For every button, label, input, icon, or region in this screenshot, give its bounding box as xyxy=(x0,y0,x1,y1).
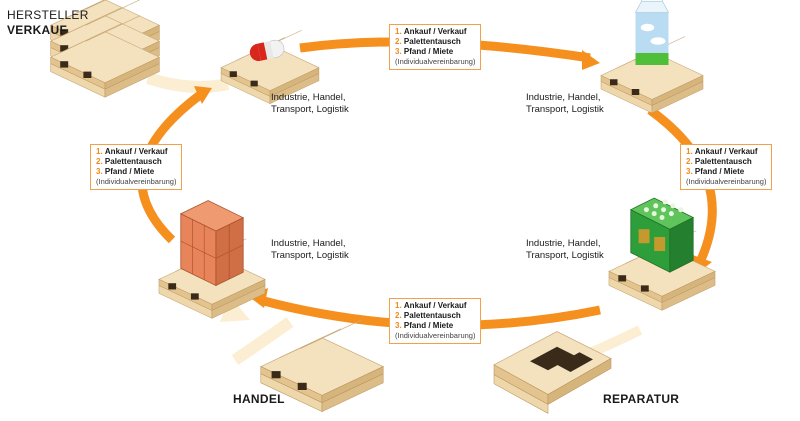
option-number: 2. xyxy=(395,37,402,46)
industry-text-bottom-right: Industrie, Handel, Transport, Logistik xyxy=(526,238,604,262)
reparatur-label: REPARATUR xyxy=(603,392,680,406)
faded-arrow-top-left xyxy=(146,72,230,93)
option-ankauf-verkauf: Ankauf / Verkauf xyxy=(403,301,467,310)
option-note: (Individualvereinbarung) xyxy=(395,57,476,66)
industry-line-2: Transport, Logistik xyxy=(271,104,349,115)
option-pfand-miete: Pfand / Miete xyxy=(104,167,155,176)
option-ankauf-verkauf: Ankauf / Verkauf xyxy=(104,147,168,156)
option-pfand-miete: Pfand / Miete xyxy=(403,47,454,56)
option-pfand-miete: Pfand / Miete xyxy=(403,321,454,330)
option-palettentausch: Palettentausch xyxy=(104,157,162,166)
pallet-with-bottle-crate-icon xyxy=(608,197,716,311)
option-number: 1. xyxy=(395,27,402,36)
industry-text-bottom-left: Industrie, Handel, Transport, Logistik xyxy=(271,238,349,262)
industry-line-1: Industrie, Handel, xyxy=(271,238,346,249)
damaged-pallet-icon xyxy=(493,331,612,414)
faded-arrow-bottom xyxy=(231,317,294,365)
pallet-with-pill-icon xyxy=(220,29,320,105)
arrowhead-top xyxy=(582,50,600,70)
option-number: 3. xyxy=(395,321,402,330)
industry-line-1: Industrie, Handel, xyxy=(526,92,601,103)
arrowhead-left xyxy=(194,86,212,104)
verkauf-label: VERKAUF xyxy=(7,23,68,37)
option-number: 3. xyxy=(686,167,693,176)
option-palettentausch: Palettentausch xyxy=(403,37,461,46)
industry-line-1: Industrie, Handel, xyxy=(271,92,346,103)
option-ankauf-verkauf: Ankauf / Verkauf xyxy=(403,27,467,36)
handel-label: HANDEL xyxy=(233,392,285,406)
option-ankauf-verkauf: Ankauf / Verkauf xyxy=(694,147,758,156)
option-palettentausch: Palettentausch xyxy=(694,157,752,166)
options-box-left: 1. Ankauf / Verkauf 2. Palettentausch 3.… xyxy=(90,144,183,190)
options-box-right: 1. Ankauf / Verkauf 2. Palettentausch 3.… xyxy=(680,144,773,190)
pallet-with-bricks-icon xyxy=(158,200,266,319)
option-number: 1. xyxy=(96,147,103,156)
hersteller-label: HERSTELLER xyxy=(7,8,89,22)
option-note: (Individualvereinbarung) xyxy=(395,331,476,340)
option-note: (Individualvereinbarung) xyxy=(686,177,767,186)
option-number: 1. xyxy=(395,301,402,310)
option-number: 3. xyxy=(395,47,402,56)
industry-text-top-left: Industrie, Handel, Transport, Logistik xyxy=(271,92,349,116)
option-number: 2. xyxy=(395,311,402,320)
option-number: 2. xyxy=(96,157,103,166)
pallet-with-milk-carton-icon xyxy=(600,0,704,114)
industry-text-top-right: Industrie, Handel, Transport, Logistik xyxy=(526,92,604,116)
industry-line-2: Transport, Logistik xyxy=(526,104,604,115)
option-number: 3. xyxy=(96,167,103,176)
option-note: (Individualvereinbarung) xyxy=(96,177,177,186)
option-number: 1. xyxy=(686,147,693,156)
option-palettentausch: Palettentausch xyxy=(403,311,461,320)
industry-line-2: Transport, Logistik xyxy=(526,250,604,261)
options-box-bottom: 1. Ankauf / Verkauf 2. Palettentausch 3.… xyxy=(389,298,482,344)
industry-line-2: Transport, Logistik xyxy=(271,250,349,261)
option-pfand-miete: Pfand / Miete xyxy=(694,167,745,176)
option-number: 2. xyxy=(686,157,693,166)
options-box-top: 1. Ankauf / Verkauf 2. Palettentausch 3.… xyxy=(389,24,482,70)
industry-line-1: Industrie, Handel, xyxy=(526,238,601,249)
